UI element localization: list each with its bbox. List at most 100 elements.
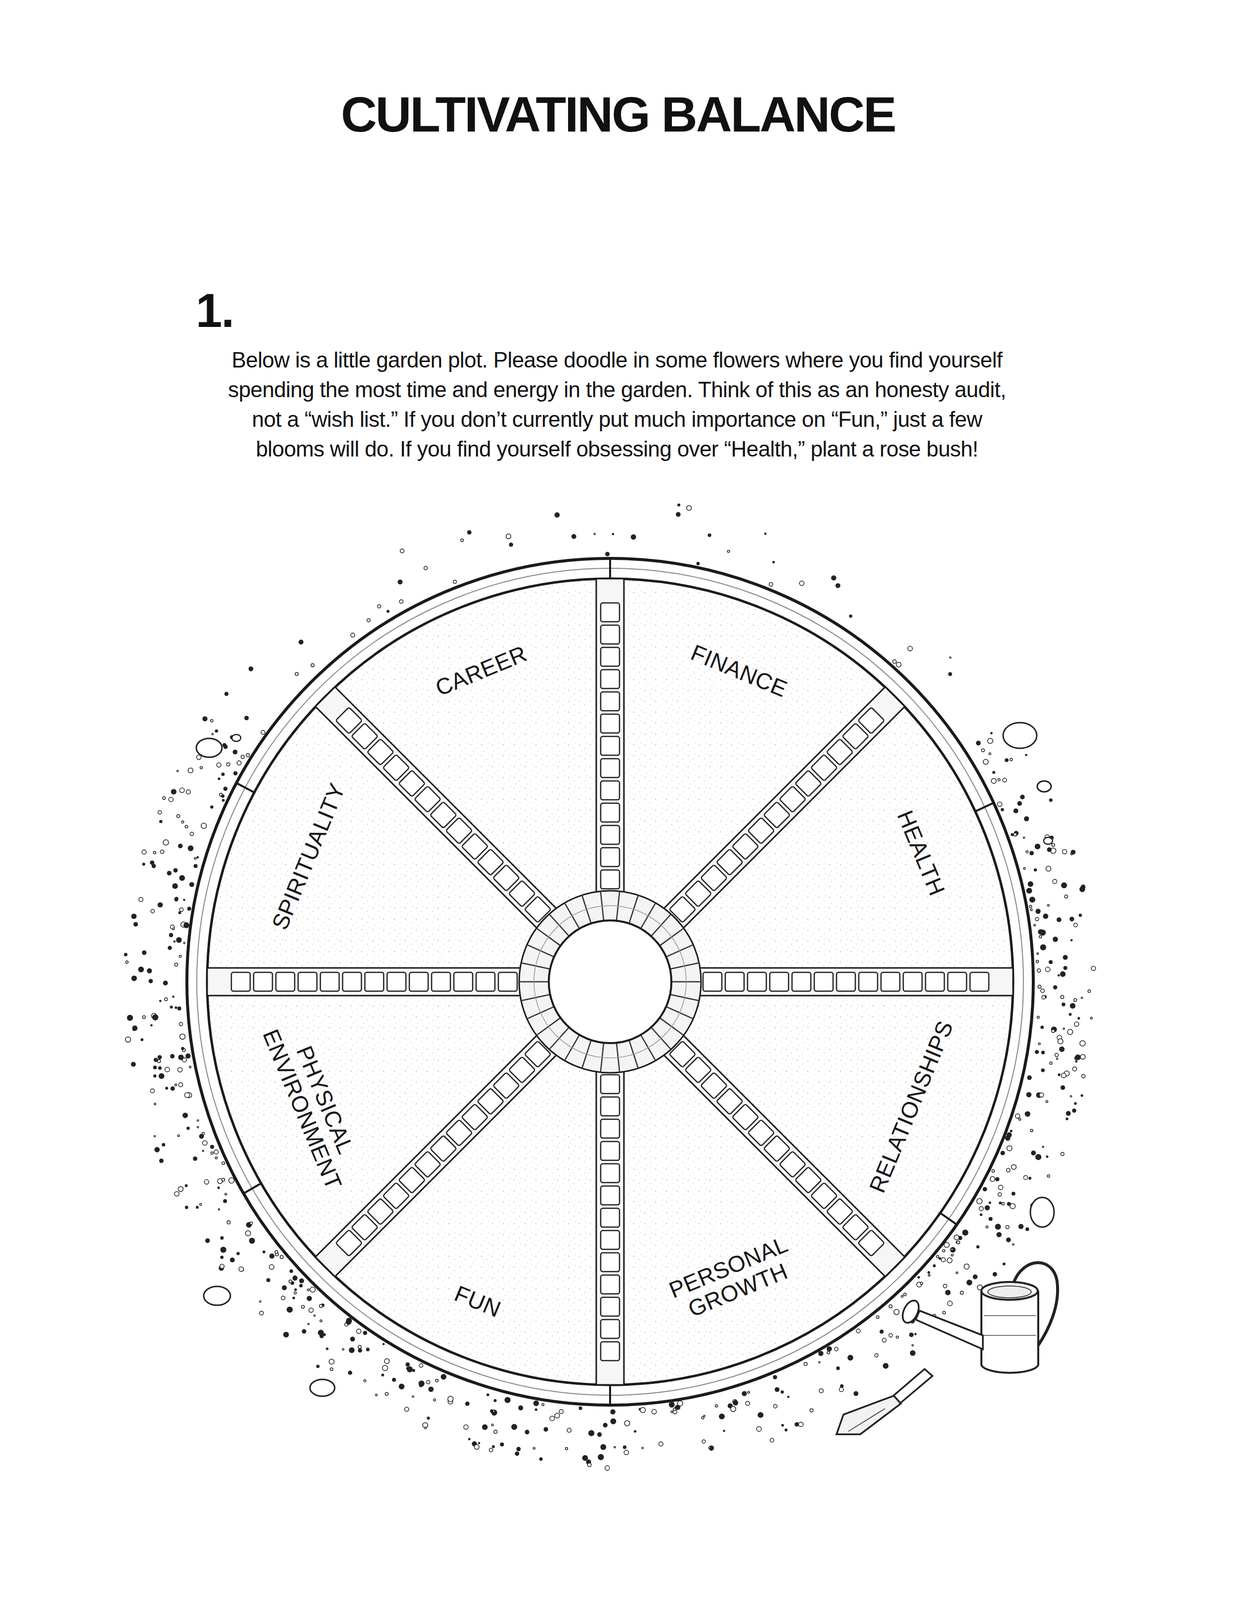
gravel-dot — [220, 1246, 226, 1252]
gravel-dot — [241, 754, 245, 759]
gravel-dot — [346, 1319, 352, 1325]
gravel-dot — [1080, 1094, 1083, 1097]
gravel-dot — [292, 1296, 295, 1299]
gravel-dot — [981, 748, 985, 752]
gravel-dot — [418, 1380, 425, 1386]
gravel-dot — [1049, 1061, 1053, 1064]
gravel-dot — [1026, 1092, 1031, 1097]
gravel-dot — [202, 1131, 205, 1135]
gravel-dot — [999, 1201, 1002, 1204]
gravel-dot — [313, 1314, 316, 1317]
gravel-dot — [221, 794, 224, 797]
gravel-dot — [1033, 924, 1036, 927]
gravel-dot — [967, 1279, 972, 1285]
step-number: 1. — [195, 286, 234, 335]
gravel-dot — [554, 1412, 560, 1418]
gravel-dot — [193, 1156, 197, 1160]
gravel-dot — [670, 1410, 673, 1413]
brick — [857, 1229, 885, 1256]
gravel-dot — [631, 534, 636, 539]
gravel-dot — [168, 945, 172, 950]
gravel-dot — [131, 913, 136, 919]
brick — [792, 971, 811, 991]
gravel-dot — [1025, 1110, 1031, 1116]
gravel-dot — [387, 610, 390, 613]
gravel-dot — [949, 656, 952, 659]
gravel-dot — [171, 789, 177, 795]
gravel-dot — [1077, 1016, 1080, 1019]
gravel-dot — [757, 1412, 763, 1417]
garden-soil — [207, 578, 1014, 1385]
gravel-dot — [1058, 1038, 1063, 1044]
gravel-dot — [623, 1445, 627, 1449]
brick — [342, 971, 362, 991]
gravel-dot — [228, 1177, 235, 1183]
gravel-dot — [769, 582, 773, 586]
gravel-dot — [1061, 1072, 1066, 1078]
gravel-dot — [990, 1176, 996, 1182]
gravel-dot — [319, 1319, 322, 1322]
gravel-dot — [185, 1205, 188, 1209]
gravel-dot — [307, 1295, 312, 1301]
gravel-dot — [196, 856, 199, 858]
gravel-dot — [827, 1346, 832, 1351]
gravel-dot — [809, 1408, 814, 1412]
gravel-dot — [511, 1423, 518, 1430]
gravel-dot — [1053, 985, 1058, 989]
gravel-dot — [187, 767, 193, 773]
gravel-dot — [474, 1444, 480, 1450]
rim-outer — [186, 558, 1034, 1405]
gravel-dot — [756, 1425, 762, 1431]
gravel-dot — [357, 1344, 361, 1348]
gravel-dot — [230, 1257, 235, 1262]
gravel-dot — [1090, 1016, 1093, 1019]
gravel-dot — [366, 618, 371, 622]
gravel-dot — [159, 1073, 165, 1079]
gravel-dot — [220, 1255, 223, 1259]
gravel-dot — [493, 1399, 497, 1402]
gravel-dot — [533, 1400, 539, 1406]
gravel-dot — [715, 1404, 718, 1407]
path-border — [662, 686, 905, 929]
gravel-dot — [185, 1053, 191, 1059]
gravel-dot — [1012, 1243, 1015, 1245]
gravel-dot — [154, 1135, 156, 1137]
gravel-dot — [942, 1248, 945, 1252]
gravel-dot — [165, 1086, 168, 1089]
gravel-dot — [988, 752, 991, 755]
gravel-dot — [676, 512, 681, 517]
gravel-dot — [174, 897, 178, 901]
gravel-dot — [849, 614, 852, 618]
gravel-dot — [210, 805, 214, 808]
gravel-dot — [301, 1304, 305, 1308]
gravel-dot — [226, 762, 230, 766]
gravel-dot — [148, 978, 153, 983]
gravel-dot — [951, 1247, 954, 1250]
brick — [476, 971, 495, 991]
gravel-dot — [1081, 996, 1083, 999]
gravel-dot — [216, 762, 221, 767]
brick-path — [662, 686, 905, 929]
gravel-dot — [215, 1156, 218, 1159]
brick — [275, 971, 295, 991]
gravel-dot — [217, 1186, 220, 1189]
gravel-dot — [250, 1221, 253, 1225]
gravel-dot — [269, 1264, 275, 1270]
gravel-dot — [733, 1400, 739, 1406]
gravel-dot — [1024, 816, 1029, 821]
rim-joint — [236, 782, 255, 793]
gravel-dot — [238, 1266, 244, 1271]
gravel-dot — [178, 1021, 183, 1026]
gravel-dot — [1047, 904, 1050, 907]
gravel-dot — [1062, 849, 1067, 854]
gravel-dot — [162, 1143, 166, 1147]
brick — [857, 706, 885, 734]
gravel-dot — [927, 1271, 930, 1274]
gravel-dot — [998, 1184, 1003, 1190]
gravel-dot — [153, 850, 156, 854]
gravel-dot — [1037, 1015, 1040, 1019]
brick — [600, 802, 620, 822]
gravel-dot — [853, 1391, 858, 1396]
gravel-dot — [266, 1278, 270, 1282]
gravel-dot — [189, 1065, 192, 1068]
